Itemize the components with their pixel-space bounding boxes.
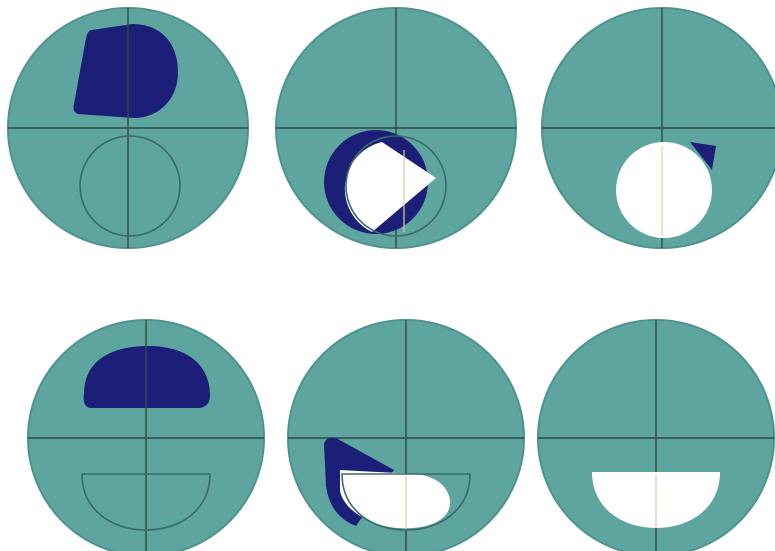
panel-circle-initial (8, 8, 248, 248)
panel-semicircle-moving (288, 320, 524, 551)
panel-semicircle-final (538, 320, 774, 551)
hole (616, 142, 712, 238)
panel-circle-final (542, 8, 775, 248)
panel-semicircle-initial (28, 320, 264, 551)
panel-circle-moving (276, 8, 516, 248)
dark-blob (74, 24, 179, 118)
